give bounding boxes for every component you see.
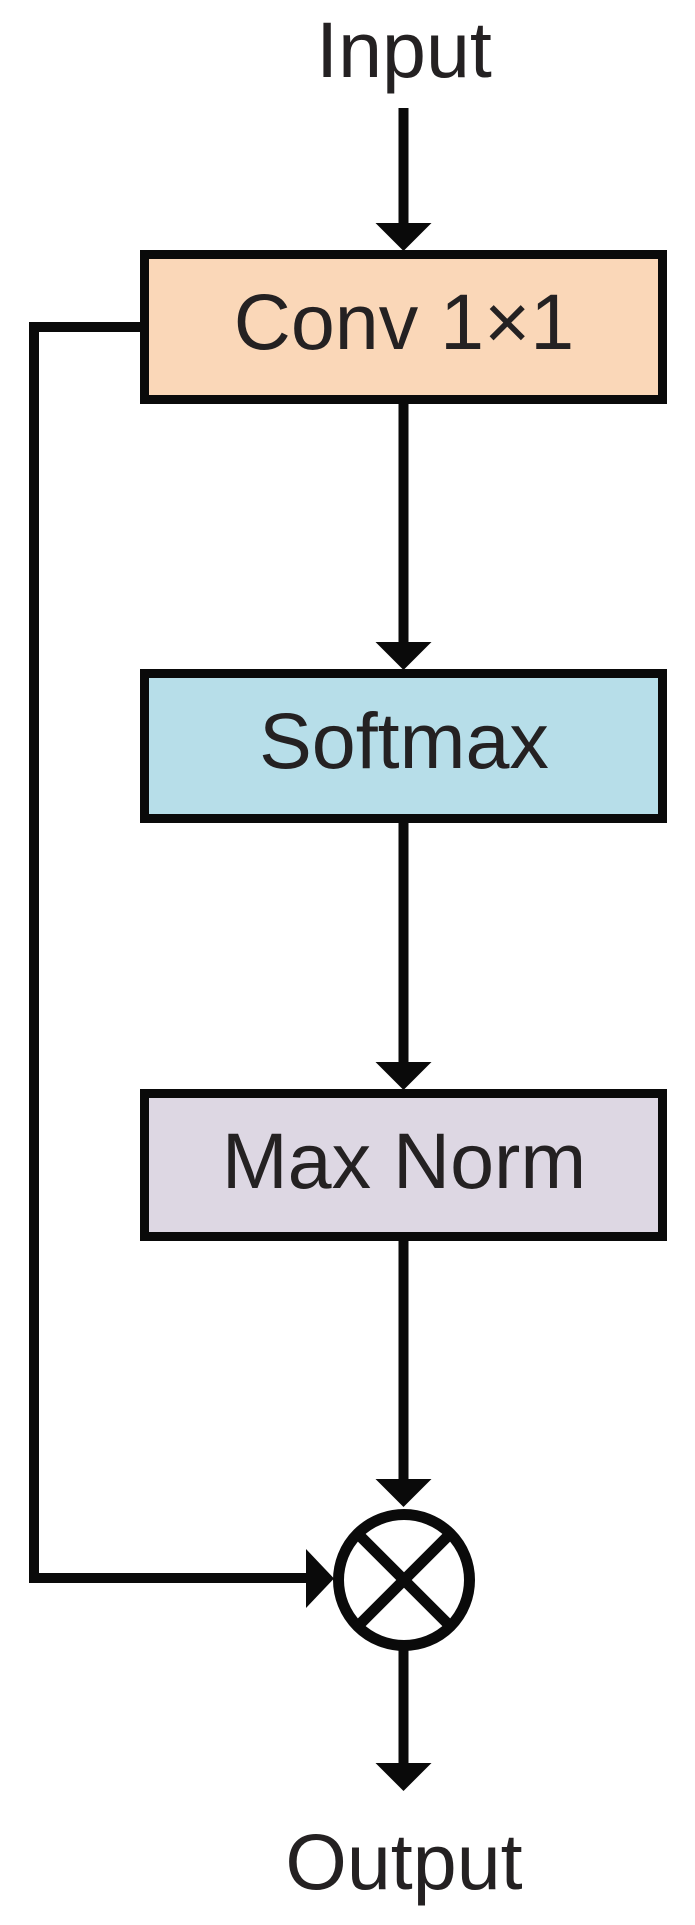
blocks-layer bbox=[140, 250, 667, 1241]
softmax-block bbox=[140, 669, 667, 823]
arrow-input-to-conv-head bbox=[375, 223, 432, 251]
multiply-node bbox=[333, 1509, 475, 1651]
softmax-label: Softmax bbox=[259, 696, 549, 785]
output-label: Output bbox=[285, 1817, 522, 1906]
skip-connection-arrowhead bbox=[306, 1549, 334, 1608]
skip-connection bbox=[29, 322, 307, 1583]
maxnorm-label: Max Norm bbox=[222, 1116, 586, 1205]
input-label: Input bbox=[316, 5, 492, 94]
arrowhead-layer bbox=[306, 223, 432, 1791]
multiply-x-line-2 bbox=[353, 1529, 455, 1631]
connector-layer bbox=[29, 108, 409, 1766]
conv-label: Conv 1×1 bbox=[234, 277, 574, 366]
multiply-circle bbox=[333, 1509, 475, 1651]
arrow-maxnorm-to-multiply-head bbox=[375, 1479, 432, 1507]
arrow-multiply-to-output-head bbox=[375, 1763, 432, 1791]
arrow-conv-to-softmax-head bbox=[375, 642, 432, 670]
maxnorm-block bbox=[140, 1089, 667, 1241]
conv-block bbox=[140, 250, 667, 404]
text-layer: Input Conv 1×1 Softmax Max Norm Output bbox=[222, 5, 586, 1906]
arrow-softmax-to-maxnorm-head bbox=[375, 1062, 432, 1090]
